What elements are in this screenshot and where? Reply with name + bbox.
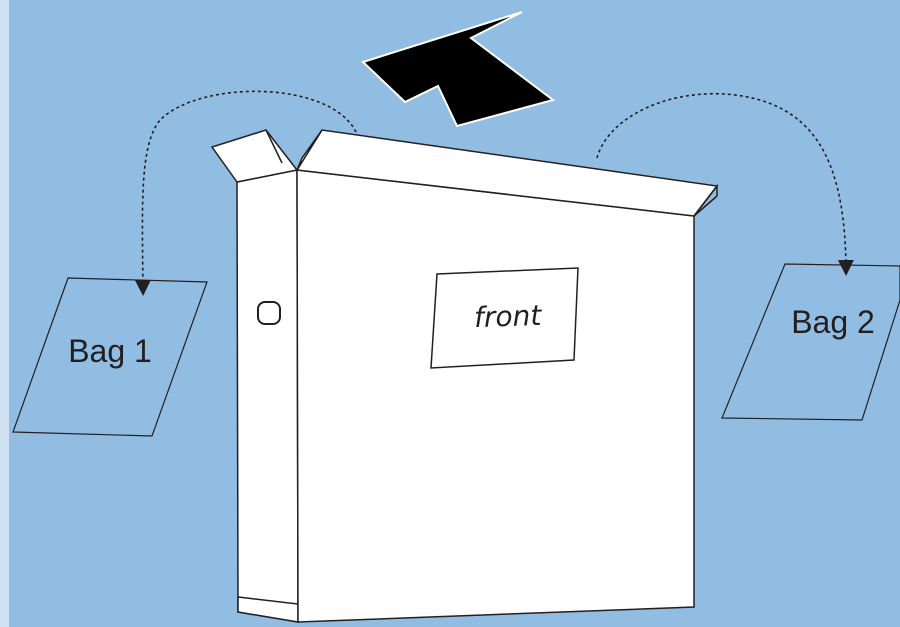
left-edge-strip: [0, 0, 9, 627]
front-label-text: front: [473, 299, 542, 334]
handle-hole-icon: [257, 301, 281, 325]
bag-1-sheet: [12, 277, 208, 437]
bag-2-sheet: [721, 263, 900, 421]
dotted-arrow-to-bag-1: [134, 90, 357, 296]
tv-box: front: [210, 129, 719, 623]
bag-2-label: Bag 2: [791, 304, 875, 340]
front-label-sticker: [430, 267, 579, 369]
box-front-face: [296, 169, 695, 623]
bag-1-label: Bag 1: [68, 333, 152, 369]
dotted-arrow-to-bag-2: [596, 92, 854, 276]
box-front-flap: [296, 129, 323, 171]
bag-1: Bag 1: [12, 277, 208, 437]
up-arrow-icon: [361, 11, 556, 128]
bag-2: Bag 2: [721, 263, 900, 421]
box-side-panel: [236, 169, 299, 623]
